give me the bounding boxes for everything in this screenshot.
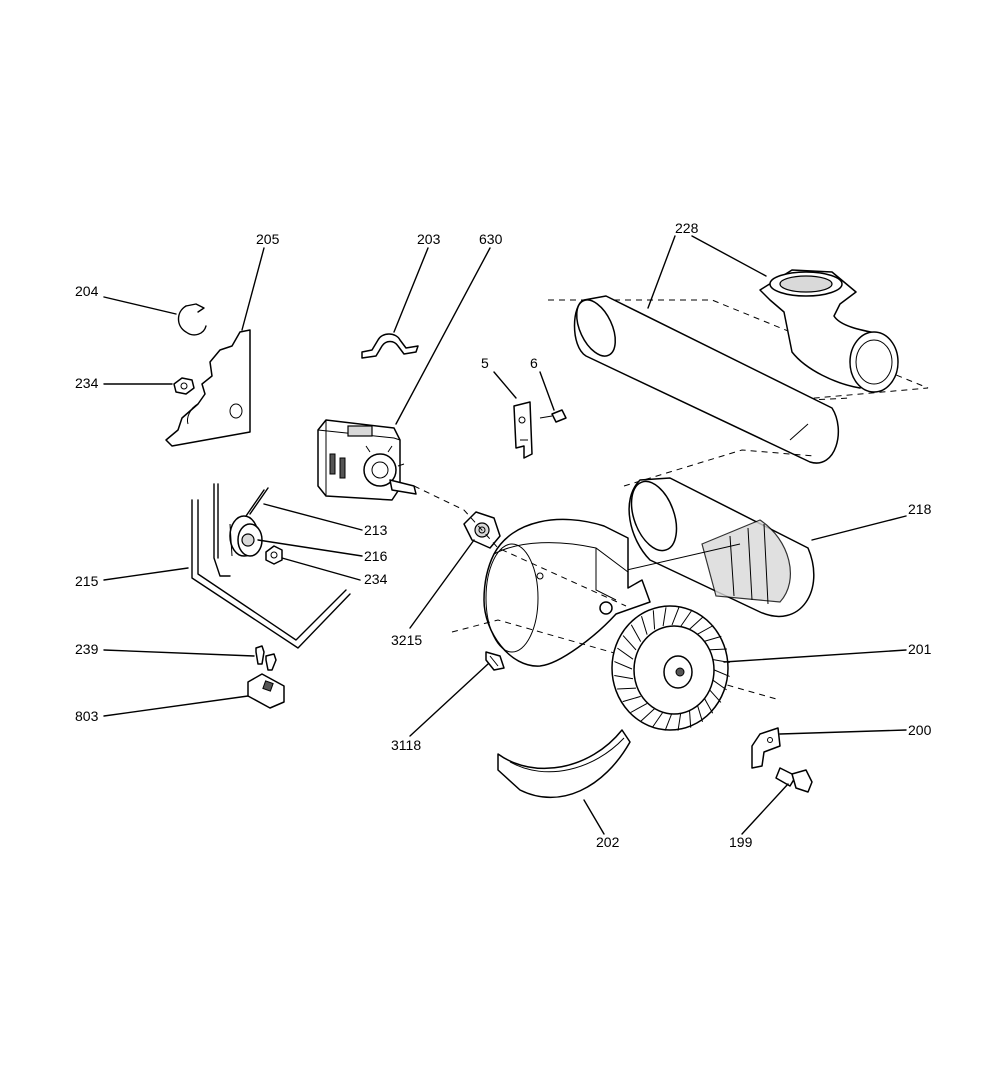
wheel-fin — [622, 695, 641, 703]
part-202-seal — [497, 729, 631, 799]
wheel-fin — [640, 708, 655, 722]
part-218-duct — [617, 449, 815, 618]
callout-3118: 3118 — [391, 737, 421, 753]
part-6-screw — [539, 409, 567, 423]
wheel-fin — [617, 647, 634, 660]
part-205-bracket — [165, 329, 251, 447]
wheel-fin — [630, 702, 648, 713]
part-5-bracket — [513, 401, 533, 459]
callout-218: 218 — [908, 501, 932, 517]
callout-216: 216 — [364, 548, 388, 564]
wheel-fin — [707, 648, 727, 651]
part-234-nut-2 — [265, 545, 283, 565]
part-3118-screw — [485, 651, 505, 671]
callout-213: 213 — [364, 522, 388, 538]
wheel-fin — [614, 661, 633, 670]
wheel-fin — [617, 687, 637, 690]
wheel-fin — [680, 610, 693, 627]
part-204-clip — [177, 303, 207, 336]
wheel-fin — [703, 635, 722, 643]
callout-202: 202 — [596, 834, 620, 850]
callout-203: 203 — [417, 231, 441, 247]
callout-5: 5 — [481, 355, 489, 371]
callout-234-upper: 234 — [75, 375, 99, 391]
part-215-wire — [191, 483, 351, 649]
callout-6: 6 — [530, 355, 538, 371]
callout-201: 201 — [908, 641, 932, 657]
wheel-fin — [677, 711, 682, 731]
callout-200: 200 — [908, 722, 932, 738]
part-239-screws — [255, 645, 277, 671]
callout-3215: 3215 — [391, 632, 422, 648]
wheel-fin — [664, 712, 673, 731]
callout-630: 630 — [479, 231, 503, 247]
part-234-nut — [173, 377, 195, 395]
leader-lines — [103, 235, 907, 835]
callout-204: 204 — [75, 283, 99, 299]
part-203-clamp — [361, 333, 419, 359]
callout-803: 803 — [75, 708, 99, 724]
part-630-timer — [317, 419, 417, 501]
callout-239: 239 — [75, 641, 99, 657]
part-213-actuator — [245, 487, 269, 517]
callout-215: 215 — [75, 573, 99, 589]
callout-228: 228 — [675, 220, 699, 236]
wheel-fin — [689, 616, 704, 630]
part-216-pulley — [229, 515, 263, 557]
wheel-fin — [641, 616, 648, 635]
wheel-fin — [622, 635, 637, 651]
wheel-fin — [614, 675, 634, 680]
wheel-fin — [651, 711, 664, 728]
part-201-blower-wheel — [611, 605, 730, 731]
wheel-fin — [671, 607, 680, 626]
wheel-fin — [630, 624, 642, 642]
part-199-bolt — [775, 767, 813, 793]
part-blower-housing — [451, 518, 781, 701]
part-228-duct — [548, 269, 929, 464]
wheel-fin — [662, 607, 667, 627]
wheel-fin — [696, 703, 703, 722]
wheel-fin — [688, 708, 692, 728]
callout-199: 199 — [729, 834, 753, 850]
callout-205: 205 — [256, 231, 280, 247]
wheel-fin — [696, 625, 714, 636]
part-200-clip — [751, 727, 781, 769]
part-803-switch — [247, 673, 285, 709]
wheel-fin — [711, 668, 730, 677]
callout-234-lower: 234 — [364, 571, 388, 587]
wheel-fin — [652, 610, 656, 630]
